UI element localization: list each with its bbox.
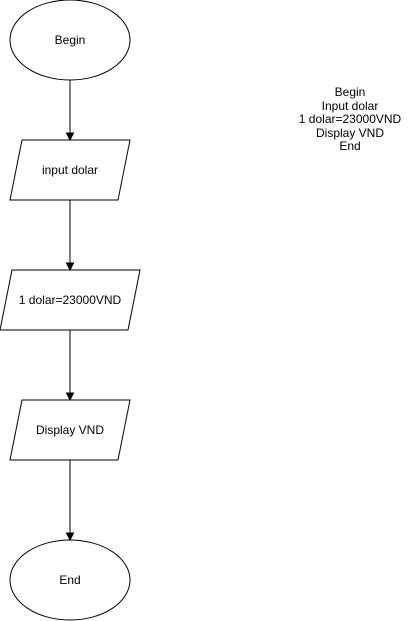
- display-node[interactable]: Display VND: [9, 399, 131, 461]
- convert-label: 1 dolar=23000VND: [19, 293, 122, 307]
- convert-node[interactable]: 1 dolar=23000VND: [0, 269, 141, 331]
- note-line: Display VND: [315, 125, 384, 140]
- pseudocode-note[interactable]: Begin Input dolar 1 dolar=23000VND Displ…: [290, 85, 410, 154]
- input-label: input dolar: [42, 163, 98, 177]
- input-node[interactable]: input dolar: [9, 139, 131, 201]
- note-line: Input dolar: [321, 98, 379, 113]
- display-label: Display VND: [36, 423, 104, 437]
- flow-arrow[interactable]: [65, 200, 75, 272]
- end-node[interactable]: End: [9, 539, 131, 621]
- flow-arrow[interactable]: [65, 330, 75, 402]
- note-line: Begin: [334, 85, 366, 99]
- note-line: End: [339, 139, 361, 153]
- begin-node[interactable]: Begin: [9, 0, 131, 81]
- begin-label: Begin: [55, 33, 86, 47]
- note-line: 1 dolar=23000VND: [298, 112, 402, 126]
- flow-arrow[interactable]: [65, 460, 75, 542]
- flow-arrow[interactable]: [65, 80, 75, 142]
- end-label: End: [59, 573, 80, 587]
